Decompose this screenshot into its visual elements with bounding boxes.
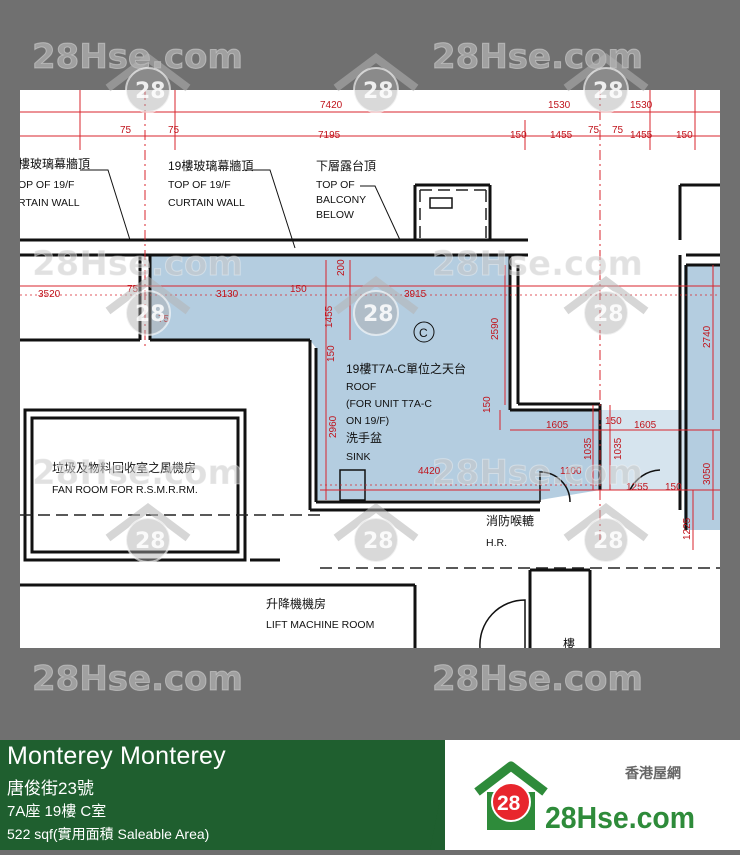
label-roof-cn: 19樓T7A-C單位之天台 xyxy=(346,361,466,376)
dim-150-e: 150 xyxy=(482,396,493,413)
dim-2590: 2590 xyxy=(490,317,501,340)
watermark-text: 28Hse.com xyxy=(432,37,643,77)
dim-150-f: 150 xyxy=(605,416,622,427)
dim-7420: 7420 xyxy=(320,100,343,111)
dim-3130: 3130 xyxy=(216,289,239,300)
footer-info-panel xyxy=(0,740,445,850)
label-partial-cn: 樓 xyxy=(563,636,575,648)
dim-1530-a: 1530 xyxy=(548,100,571,111)
dim-150-d: 150 xyxy=(326,345,337,362)
label-balcony-cn: 下層露台頂 xyxy=(316,158,376,173)
label-balcony-en2: BALCONY xyxy=(316,194,366,206)
doors xyxy=(479,469,661,648)
label-balcony-en3: BELOW xyxy=(316,209,354,221)
dim-1605-b: 1605 xyxy=(634,420,657,431)
dim-3520: 3520 xyxy=(38,289,61,300)
dim-1100: 1100 xyxy=(560,466,582,477)
logo-cn: 香港屋網 xyxy=(624,765,681,781)
logo-text: 28Hse.com xyxy=(545,800,695,835)
property-title: Monterey Monterey xyxy=(7,742,226,770)
label-sink-cn: 洗手盆 xyxy=(346,431,382,445)
dim-1255: 1255 xyxy=(626,482,649,493)
watermark-text: 28Hse.com xyxy=(32,37,243,77)
site-logo[interactable]: 香港屋網 28 28Hse.com xyxy=(445,740,740,850)
dim-1530-b: 1530 xyxy=(630,100,653,111)
dim-1455-c: 1455 xyxy=(324,305,335,328)
dim-3915: 3915 xyxy=(404,289,427,300)
label-curtain-en2: CURTAIN WALL xyxy=(168,197,245,209)
logo-panel[interactable]: 香港屋網 28 28Hse.com xyxy=(445,740,740,850)
dim-1455-b: 1455 xyxy=(630,130,653,141)
house-logo-icon: 28 xyxy=(474,761,548,830)
dim-1035-b: 1035 xyxy=(613,437,624,460)
property-address: 唐俊街23號 xyxy=(7,779,94,798)
watermark-text: 28Hse.com xyxy=(432,659,643,699)
label-roof-en3: ON 19/F) xyxy=(346,415,389,427)
dim-4420: 4420 xyxy=(418,466,441,477)
watermark-text: 28Hse.com xyxy=(32,659,243,699)
label-curtain-en1: TOP OF 19/F xyxy=(168,179,231,191)
dim-150-a: 150 xyxy=(510,130,527,141)
dim-75-b: 75 xyxy=(168,125,180,136)
property-area: 522 sqf(實用面積 Saleable Area) xyxy=(7,826,210,842)
dim-2960: 2960 xyxy=(328,415,339,438)
dim-200: 200 xyxy=(336,259,347,276)
label-fan-cn: 垃圾及物料回收室之風機房 xyxy=(52,460,196,475)
plan-labels: 樓玻璃幕牆頂 OP OF 19/F RTAIN WALL 19樓玻璃幕牆頂 TO… xyxy=(20,156,575,648)
dim-150-g: 150 xyxy=(665,482,682,493)
label-sink-en: SINK xyxy=(346,451,371,463)
label-curtain-cn: 19樓玻璃幕牆頂 xyxy=(168,158,253,173)
label-roof-en1: ROOF xyxy=(346,381,376,393)
leader-lines xyxy=(80,169,401,249)
label-curtain-left-en2: RTAIN WALL xyxy=(20,197,80,209)
label-balcony-en1: TOP OF xyxy=(316,179,355,191)
dim-75-e: 75 xyxy=(127,284,139,295)
dim-7195: 7195 xyxy=(318,130,341,141)
logo-badge: 28 xyxy=(497,792,521,815)
dim-1605-a: 1605 xyxy=(546,420,569,431)
floor-plan-frame: 樓玻璃幕牆頂 OP OF 19/F RTAIN WALL 19樓玻璃幕牆頂 TO… xyxy=(20,36,720,700)
label-fan-en: FAN ROOM FOR R.S.M.R.RM. xyxy=(52,484,198,496)
dim-3050: 3050 xyxy=(702,462,713,485)
dim-75-f: 75 xyxy=(158,314,170,325)
dim-150-b: 150 xyxy=(676,130,693,141)
property-unit: 7A座 19樓 C室 xyxy=(7,803,107,820)
dim-75-c: 75 xyxy=(588,125,600,136)
floor-plan: 樓玻璃幕牆頂 OP OF 19/F RTAIN WALL 19樓玻璃幕牆頂 TO… xyxy=(20,90,720,648)
dim-75-d: 75 xyxy=(612,125,624,136)
dim-1455-a: 1455 xyxy=(550,130,573,141)
dim-1035-a: 1035 xyxy=(583,437,594,460)
dim-2740: 2740 xyxy=(702,325,713,348)
dim-150-c: 150 xyxy=(290,284,307,295)
label-lift-en: LIFT MACHINE ROOM xyxy=(266,619,374,631)
dim-75-a: 75 xyxy=(120,125,132,136)
label-hr-en: H.R. xyxy=(486,537,507,549)
unit-mark: C xyxy=(419,326,428,340)
label-roof-en2: (FOR UNIT T7A-C xyxy=(346,398,432,410)
label-lift-cn: 升降機機房 xyxy=(266,596,326,611)
label-hr-cn: 消防喉轆 xyxy=(486,513,534,528)
label-curtain-left-cn: 樓玻璃幕牆頂 xyxy=(20,156,90,171)
label-curtain-left-en1: OP OF 19/F xyxy=(20,179,74,191)
dim-1225: 1225 xyxy=(682,517,693,540)
unit-mark-circle xyxy=(413,321,435,343)
